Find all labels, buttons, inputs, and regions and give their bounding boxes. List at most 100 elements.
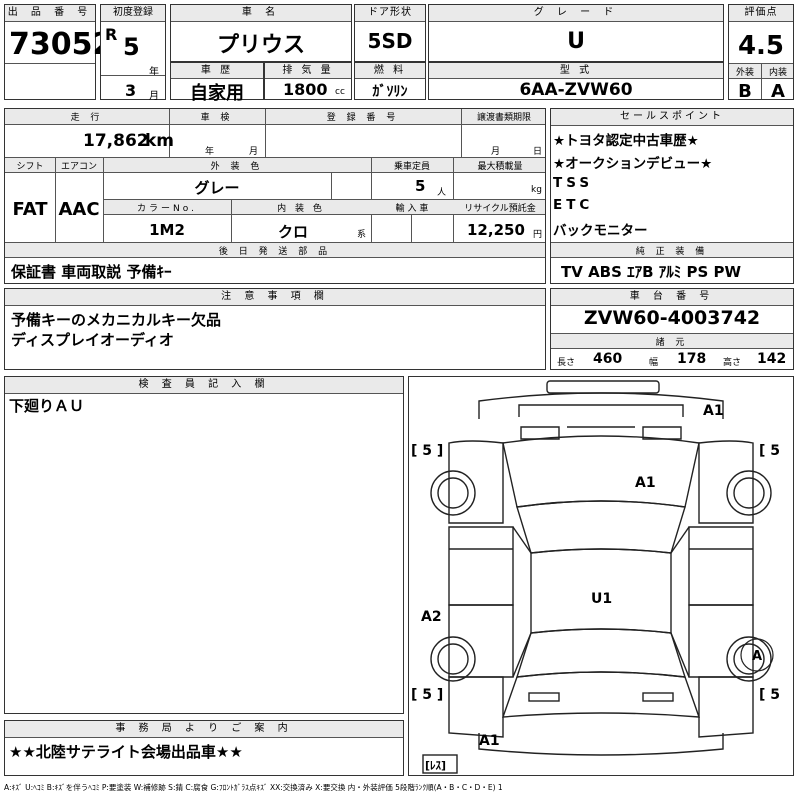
car-name-label: 車 名: [171, 5, 351, 22]
ac: AAC: [58, 199, 100, 220]
history-label: 車 歴: [171, 63, 263, 79]
model-code: 6AA-ZVW60: [519, 80, 633, 100]
fuel: ｶﾞｿﾘﾝ: [372, 84, 408, 100]
office-box: 事 務 局 よ り ご 案 内 ★★北陸サテライト会場出品車★★: [4, 720, 404, 776]
tire-right-rear: [ 5: [759, 687, 780, 703]
height-label: 高さ: [723, 358, 742, 368]
chassis-label: 車 台 番 号: [551, 289, 793, 306]
height: 142: [757, 351, 787, 367]
model-label: 型 式: [429, 63, 723, 79]
score-box: 評価点 4.5 外装 内装 B A: [728, 4, 794, 102]
door-type: 5SD: [367, 29, 413, 53]
inspection-year-unit: 年: [205, 147, 215, 157]
interior-label: 内装: [768, 68, 787, 78]
office-text: ★★北陸サテライト会場出品車★★: [9, 743, 243, 761]
ac-label: エアコン: [60, 162, 97, 172]
notes-box: 注 意 事 項 欄 予備キーのメカニカルキー欠品 ディスプレイオーディオ: [4, 288, 546, 370]
inspection-label: 車 検: [200, 113, 234, 123]
recycle-fee: 12,250: [467, 221, 525, 239]
inspection-month-unit: 月: [249, 147, 259, 157]
lot-number: 73052: [9, 27, 114, 62]
recycle-label: リサイクル預託金: [464, 204, 536, 214]
mark-hood: A1: [635, 475, 656, 491]
mark-rear: A1: [479, 733, 500, 749]
sales-point-3: TSS: [553, 175, 594, 191]
shift: FAT: [12, 199, 48, 220]
width-label: 幅: [649, 358, 659, 368]
grade: U: [567, 29, 585, 54]
equipment-label: 純 正 装 備: [635, 247, 709, 257]
displacement-unit: cc: [335, 87, 345, 97]
note-line-1: 予備キーのメカニカルキー欠品: [11, 311, 222, 329]
history-box: 車 歴 自家用: [170, 62, 264, 104]
door-box: ドア形状 5SD: [354, 4, 426, 62]
history: 自家用: [190, 83, 244, 104]
lot-number-label: 出 品 番 号: [5, 5, 95, 22]
mark-rear-right-wheel: A: [752, 649, 762, 664]
inspector-box: 検 査 員 記 入 欄 下廻りＡＵ: [4, 376, 404, 714]
mark-left-side: A2: [421, 609, 442, 625]
legend: A:ｷｽﾞ U:ﾍｺﾐ B:ｷｽﾞを伴うﾍｺﾐ P:要塗装 W:補修跡 S:錆 …: [4, 783, 503, 792]
car-name: プリウス: [216, 33, 305, 58]
door-label: ドア形状: [355, 5, 425, 22]
grade-label: グ レ ー ド: [429, 5, 723, 22]
fuel-label: 燃 料: [355, 63, 425, 79]
chassis-number: ZVW60-4003742: [583, 307, 761, 329]
transfer-month-unit: 月: [491, 147, 501, 157]
color-label: 外 装 色: [210, 162, 264, 172]
score: 4.5: [737, 31, 785, 61]
capacity-unit: 人: [437, 188, 447, 198]
first-registration-label: 初度登録: [101, 5, 165, 22]
tire-right-front: [ 5: [759, 443, 780, 459]
score-label: 評価点: [729, 5, 793, 22]
import-label: 輸 入 車: [395, 204, 429, 214]
interior-score: A: [771, 81, 785, 102]
month-unit: 月: [149, 91, 159, 102]
car-name-box: 車 名 プリウス: [170, 4, 352, 62]
dimensions-label: 諸 元: [655, 338, 689, 348]
color-number: 1M2: [149, 221, 185, 239]
sales-point-1: ★トヨタ認定中古車歴★: [553, 133, 699, 149]
transfer-label: 譲渡書類期限: [476, 113, 531, 123]
car-diagram-box: A1 A1 U1 A2 A1 A [ 5 ] [ 5 [ 5 ] [ 5 [ﾚｽ…: [408, 376, 794, 776]
mark-center: U1: [591, 591, 612, 607]
interior-color: クロ: [277, 223, 308, 241]
displacement-box: 排 気 量 1800 cc: [264, 62, 352, 100]
year-unit: 年: [149, 67, 159, 78]
interior-color-label: 内 装 色: [277, 204, 325, 214]
reg-no-label: 登 録 番 号: [326, 113, 400, 123]
reg-year: 5: [123, 33, 140, 61]
capacity-label: 乗車定員: [393, 162, 430, 172]
model-box: 型 式 6AA-ZVW60: [428, 62, 724, 100]
parts: 保証書 車両取説 予備ｷｰ: [11, 263, 172, 281]
length-label: 長さ: [557, 358, 576, 368]
exterior-label: 外装: [735, 68, 754, 78]
exterior-color: グレー: [194, 179, 240, 197]
length: 460: [593, 351, 623, 367]
mileage-label: 走 行: [70, 113, 104, 123]
inspector-text: 下廻りＡＵ: [9, 397, 85, 415]
reg-month: 3: [125, 81, 137, 100]
note-line-2: ディスプレイオーディオ: [11, 331, 174, 349]
sales-point-5: バックモニター: [553, 223, 648, 239]
displacement-label: 排 気 量: [265, 63, 351, 79]
sales-point-2: ★オークションデビュー★: [553, 156, 713, 172]
first-registration-box: 初度登録 R 5 年 3 月: [100, 4, 166, 102]
max-load-label: 最大積載量: [477, 162, 523, 172]
sales-point-box: セールスポイント ★トヨタ認定中古車歴★ ★オークションデビュー★ TSS ET…: [550, 108, 794, 284]
sales-point-4: ETC: [553, 197, 594, 213]
recycle-unit: 円: [533, 230, 543, 240]
displacement: 1800: [283, 80, 328, 99]
tire-left-front: [ 5 ]: [411, 443, 443, 459]
inspector-label: 検 査 員 記 入 欄: [5, 377, 403, 394]
fuel-box: 燃 料 ｶﾞｿﾘﾝ: [354, 62, 426, 100]
tire-left-rear: [ 5 ]: [411, 687, 443, 703]
car-diagram: A1 A1 U1 A2 A1 A [ 5 ] [ 5 [ 5 ] [ 5 [ﾚｽ…: [411, 380, 780, 774]
parts-label: 後 日 発 送 部 品: [218, 247, 332, 257]
mileage: 17,862: [83, 131, 149, 151]
equipment: TV ABS ｴｱB ｱﾙﾐ PS PW: [561, 263, 742, 281]
notes-label: 注 意 事 項 欄: [5, 289, 545, 306]
max-load-unit: kg: [531, 185, 542, 195]
mileage-unit: km: [145, 131, 175, 151]
vehicle-detail-box: 走 行 車 検 登 録 番 号 譲渡書類期限 17,862 km 年 月 月 日…: [4, 108, 546, 284]
